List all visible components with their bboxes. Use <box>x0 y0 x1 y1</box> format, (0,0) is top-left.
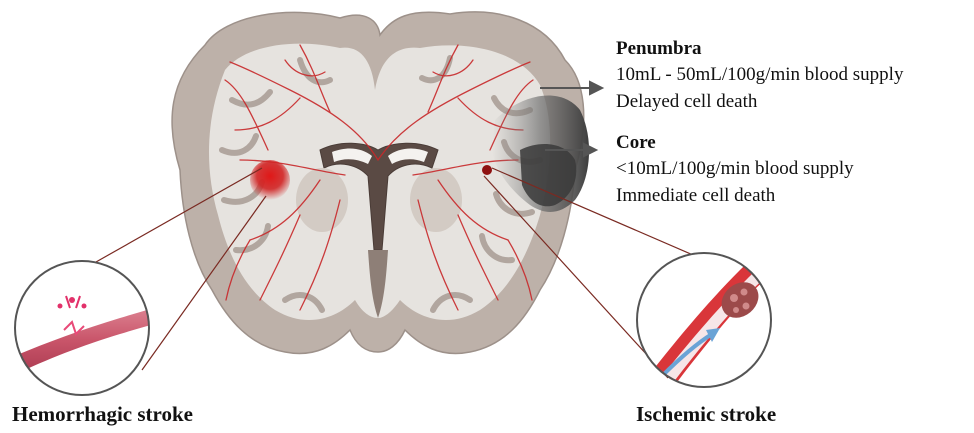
ischemic-zoom <box>630 240 800 410</box>
occlusion-point <box>482 165 492 175</box>
core-arrowhead <box>584 144 596 156</box>
penumbra-arrowhead <box>590 82 602 94</box>
penumbra-effect: Delayed cell death <box>616 91 757 113</box>
hemorrhagic-caption: Hemorrhagic stroke <box>12 402 193 427</box>
core-effect: Immediate cell death <box>616 185 775 207</box>
penumbra-title: Penumbra <box>616 38 702 60</box>
core-supply: <10mL/100g/min blood supply <box>616 158 854 180</box>
core-title: Core <box>616 132 656 154</box>
hemorrhagic-zoom <box>5 261 178 395</box>
ischemic-caption: Ischemic stroke <box>636 402 776 427</box>
penumbra-supply: 10mL - 50mL/100g/min blood supply <box>616 64 903 86</box>
hemorrhage-spot <box>250 160 290 200</box>
